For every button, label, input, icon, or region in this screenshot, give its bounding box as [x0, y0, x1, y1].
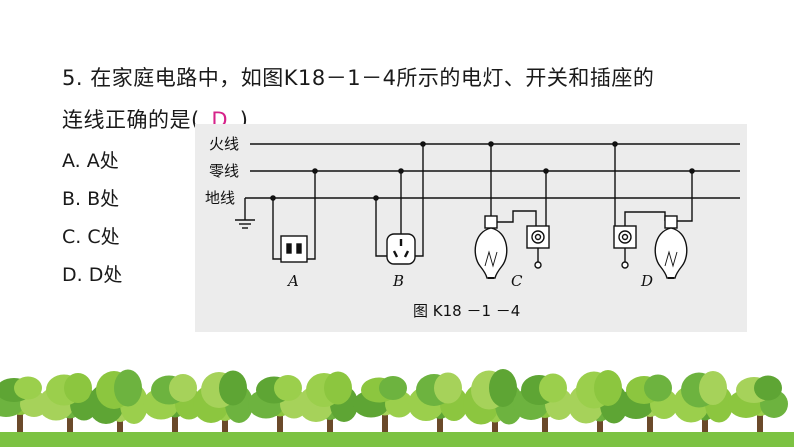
tree-icon — [353, 376, 413, 447]
decorative-trees-border — [0, 369, 794, 447]
tree-icon — [88, 369, 148, 447]
junction-dots — [270, 141, 695, 201]
position-label-b: B — [392, 272, 404, 290]
tree-icon — [568, 370, 628, 447]
earth-ground-icon — [235, 198, 255, 229]
switch-c-icon — [497, 171, 550, 269]
question-line-2-close: ) — [239, 108, 249, 132]
option-d[interactable]: D. D处 — [62, 264, 123, 286]
tree-icon — [408, 372, 468, 447]
ground-wire-label: 地线 — [205, 189, 235, 207]
question-line-2-text: 连线正确的是( — [62, 108, 200, 132]
lamp-d-icon — [654, 171, 693, 279]
position-label-a: A — [286, 272, 299, 290]
socket-b-icon — [375, 144, 424, 265]
tree-icon — [143, 374, 203, 447]
tree-icon — [463, 369, 523, 447]
option-b[interactable]: B. B处 — [62, 188, 120, 210]
circuit-figure: 火线 零线 地线 A B C D 图 K18 －1 －4 — [195, 124, 747, 332]
tree-icon — [618, 374, 678, 447]
tree-icon — [728, 375, 788, 447]
tree-icon — [298, 371, 358, 447]
question-line-1: 5. 在家庭电路中，如图K18－1－4所示的电灯、开关和插座的 — [62, 66, 655, 90]
option-c[interactable]: C. C处 — [62, 226, 120, 248]
position-label-d: D — [640, 272, 653, 290]
position-label-c: C — [511, 272, 523, 290]
neutral-wire-label: 零线 — [209, 162, 239, 180]
tree-icon — [38, 373, 98, 447]
figure-caption: 图 K18 －1 －4 — [413, 302, 520, 320]
live-wire-label: 火线 — [209, 135, 239, 153]
option-a[interactable]: A. A处 — [62, 150, 119, 172]
socket-a-icon — [272, 171, 316, 263]
tree-icon — [513, 373, 573, 447]
lamp-c-icon — [474, 144, 508, 279]
circuit-diagram: 火线 零线 地线 A B C D 图 K18 －1 －4 — [205, 135, 740, 320]
grass-strip — [0, 432, 794, 447]
tree-icon — [673, 371, 733, 447]
tree-icon — [193, 370, 253, 447]
